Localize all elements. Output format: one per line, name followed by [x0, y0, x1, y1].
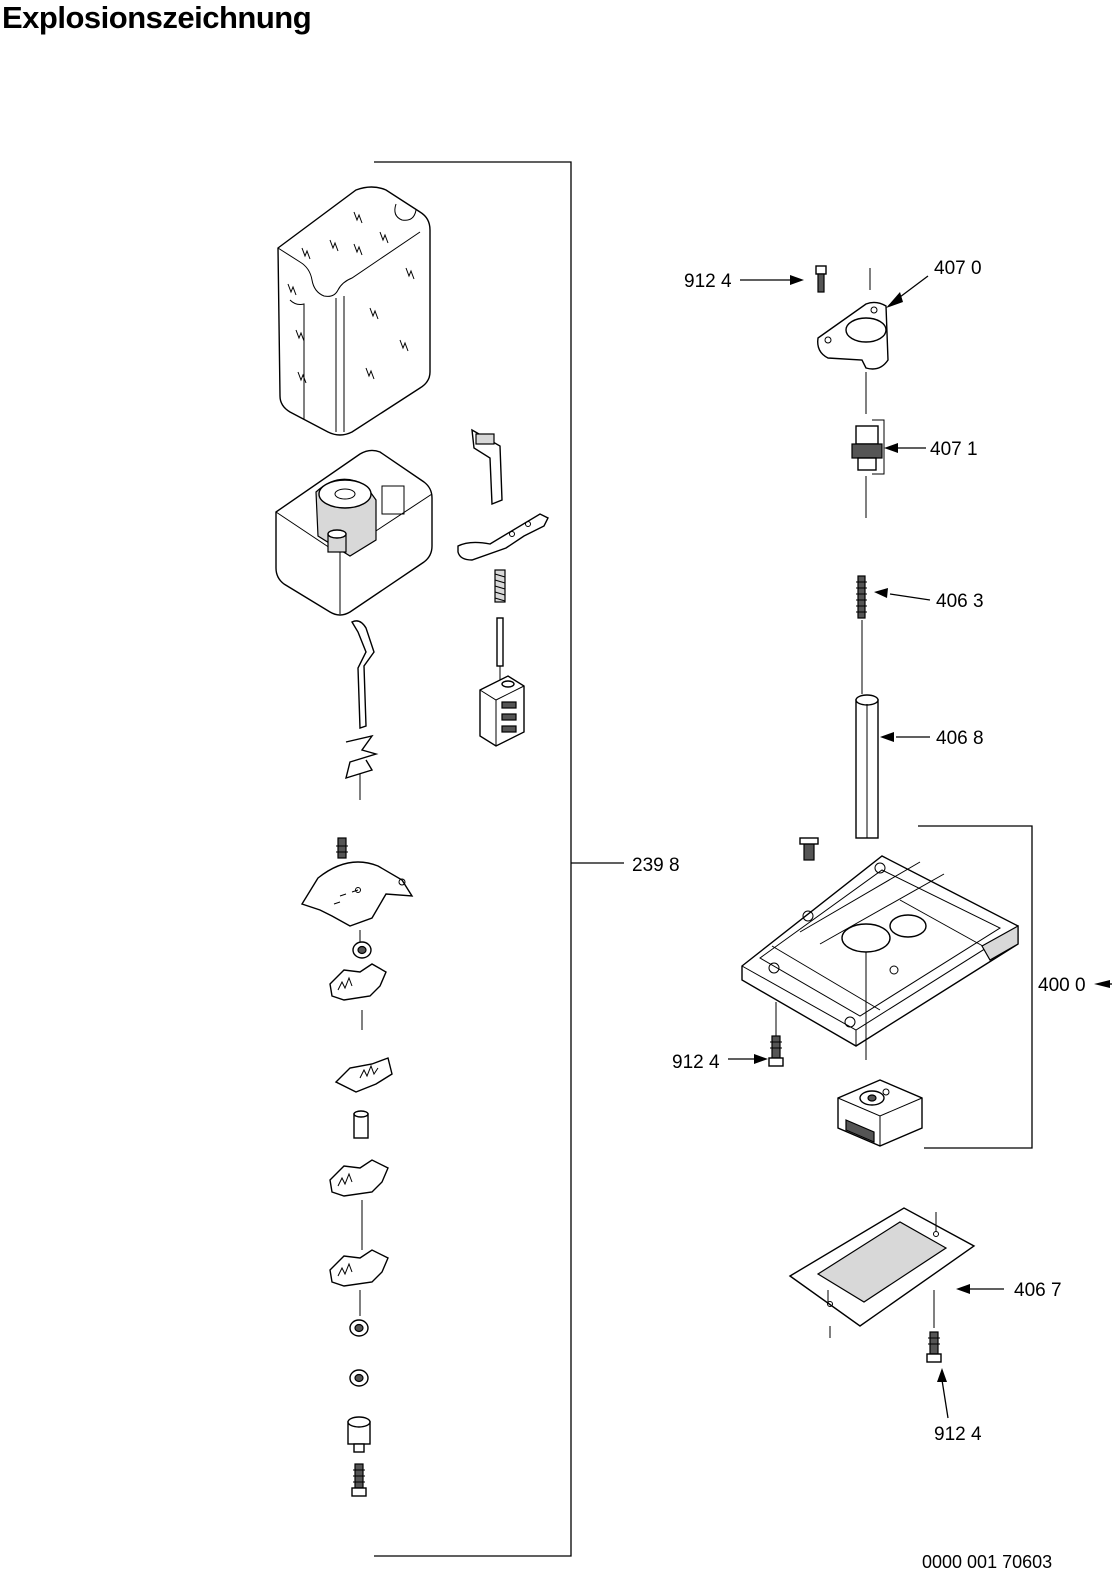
label-407-0: 407 0 [934, 258, 982, 279]
washer-3 [349, 1369, 369, 1387]
screw-mid [768, 1035, 784, 1067]
arrow-406-3 [874, 588, 888, 598]
clip-plate-1 [329, 963, 387, 1001]
arrow-912-4-mid [754, 1054, 768, 1064]
label-912-4-top: 912 4 [684, 271, 732, 292]
slide-plate-part [457, 513, 549, 561]
leader-912-4-bottom [941, 1379, 949, 1419]
housing-part [275, 449, 433, 616]
arrow-912-4-top [790, 275, 804, 285]
washer-1 [352, 941, 372, 959]
arrow-407-0 [886, 292, 903, 308]
label-912-4-mid: 912 4 [672, 1052, 720, 1073]
leader-406-3 [889, 593, 931, 601]
label-406-7: 406 7 [1014, 1280, 1062, 1301]
lever-part [471, 428, 503, 506]
label-400-0: 400 0 [1038, 975, 1086, 996]
drawing-number: 0000 001 70603 [922, 1552, 1052, 1572]
cover-plate-4067 [788, 1207, 976, 1338]
clip-plate-2 [334, 1057, 393, 1093]
screw-top [815, 265, 827, 293]
arrow-407-1 [884, 443, 898, 453]
bearing-bracket-part [817, 301, 889, 370]
page-title: Explosionszeichnung [2, 0, 312, 35]
clip-plate-4 [329, 1249, 389, 1287]
bracket-2398 [374, 161, 624, 1557]
arrow-406-7 [956, 1284, 970, 1294]
connector-block-part [479, 675, 525, 747]
base-frame-part [741, 837, 1019, 1047]
label-239-8: 239 8 [632, 855, 680, 876]
shaft-4068 [855, 694, 879, 839]
spacer-part [347, 1416, 371, 1453]
spring-part [494, 569, 506, 603]
leader-407-0 [895, 275, 929, 301]
label-407-1: 407 1 [930, 439, 978, 460]
screw-bottom-left [351, 1463, 367, 1497]
threaded-pin-4063 [856, 575, 867, 619]
pin-part [496, 617, 504, 682]
bushing-1 [353, 1110, 369, 1139]
arrow-406-8 [880, 732, 894, 742]
bushing-4071 [851, 419, 885, 475]
clip-plate-3 [329, 1159, 389, 1197]
label-912-4-bottom: 912 4 [934, 1424, 982, 1445]
motor-part [837, 1079, 923, 1147]
wire-bracket-part [351, 620, 375, 729]
cover-part [277, 186, 431, 436]
label-406-3: 406 3 [936, 591, 984, 612]
screw-bottom-right [926, 1331, 942, 1363]
zigzag-spring-part [345, 734, 379, 780]
label-406-8: 406 8 [936, 728, 984, 749]
washer-2 [349, 1319, 369, 1337]
arrow-912-4-bottom [937, 1368, 947, 1382]
cam-plate-part [300, 837, 414, 927]
bracket-4000 [918, 825, 1033, 1149]
